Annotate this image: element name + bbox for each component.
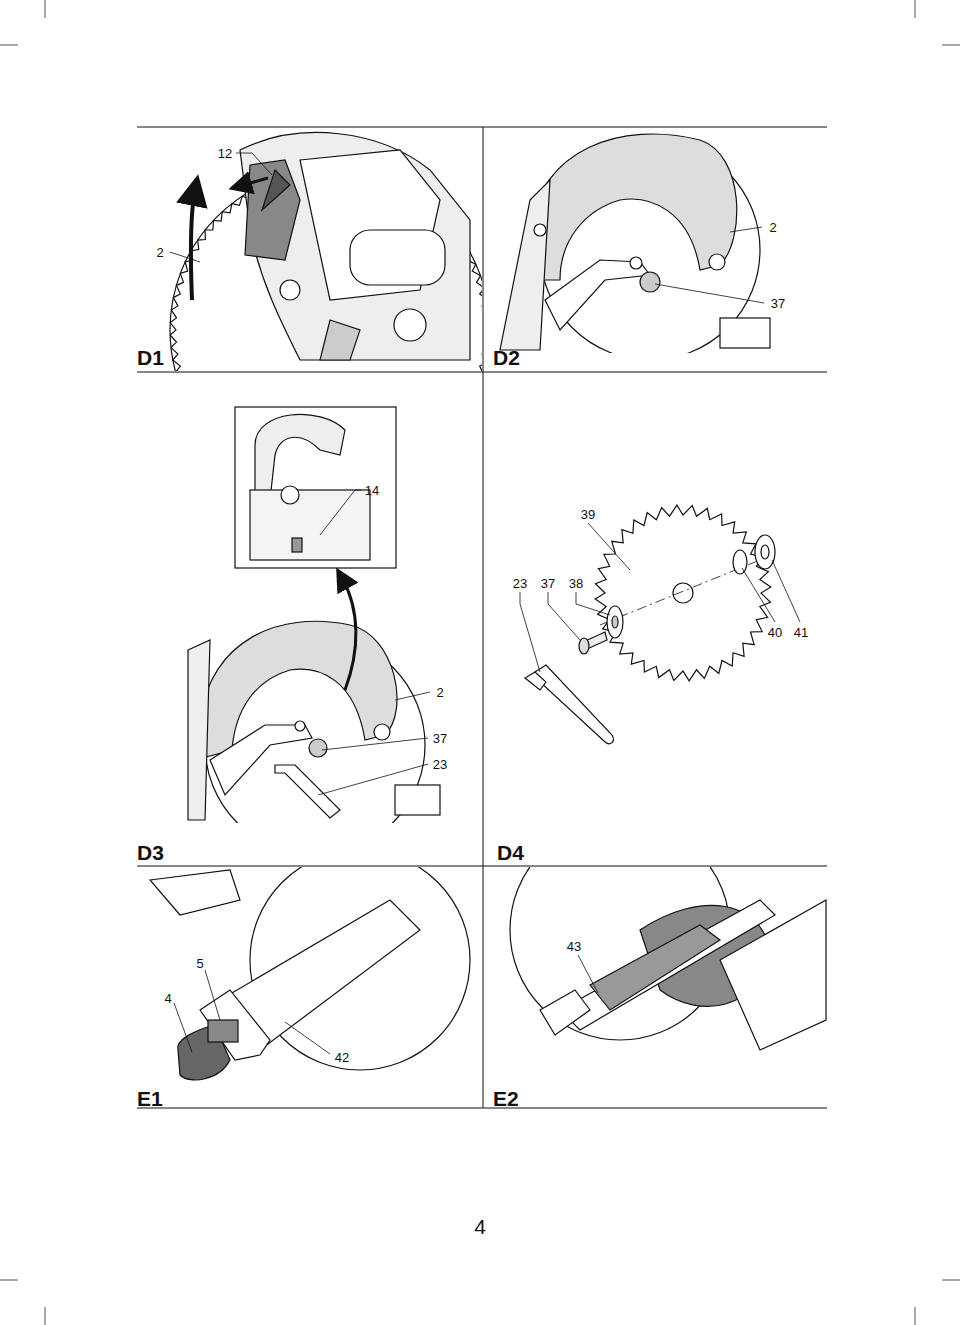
callout-number: 40 [768, 626, 782, 639]
callout-number: 37 [541, 577, 555, 590]
blade-parts [525, 505, 775, 743]
callout-number: 42 [335, 1051, 349, 1064]
callout-number: 4 [164, 992, 171, 1005]
motion-arrow [240, 178, 268, 186]
figure-label: E1 [137, 1088, 163, 1109]
saw-d3 [188, 621, 440, 823]
callout-number: 43 [567, 940, 581, 953]
page-number: 4 [474, 1216, 486, 1237]
callout-number: 2 [156, 246, 163, 259]
leader-lines [655, 227, 764, 303]
leader-lines [174, 970, 330, 1054]
callout-number: 23 [433, 758, 447, 771]
leader-lines [578, 955, 598, 993]
arm-e1 [150, 867, 470, 1080]
callout-number: 2 [769, 221, 776, 234]
figure-label: D1 [137, 347, 164, 368]
arm-e2 [510, 867, 826, 1050]
callout-number: 12 [218, 147, 232, 160]
callout-number: 2 [436, 686, 443, 699]
figure-label: E2 [493, 1088, 519, 1109]
leader-lines [170, 153, 272, 262]
detail-inset [235, 407, 396, 568]
inset-handle [250, 414, 370, 560]
callout-number: 38 [569, 577, 583, 590]
saw-d1 [170, 133, 482, 371]
figure-label: D3 [137, 842, 164, 863]
callout-number: 39 [581, 508, 595, 521]
saw-d2 [500, 134, 770, 353]
callout-number: 41 [794, 626, 808, 639]
callout-number: 37 [433, 732, 447, 745]
motion-arrow [191, 190, 195, 300]
panel-grid [137, 127, 827, 1108]
callout-number: 37 [771, 297, 785, 310]
callout-number: 14 [365, 484, 379, 497]
figure-label: D4 [497, 842, 524, 863]
leader-lines [318, 490, 430, 795]
figure-label: D2 [493, 347, 520, 368]
leader-lines [520, 523, 800, 672]
callout-number: 5 [196, 957, 203, 970]
callout-number: 23 [513, 577, 527, 590]
motion-arrow [342, 578, 356, 690]
